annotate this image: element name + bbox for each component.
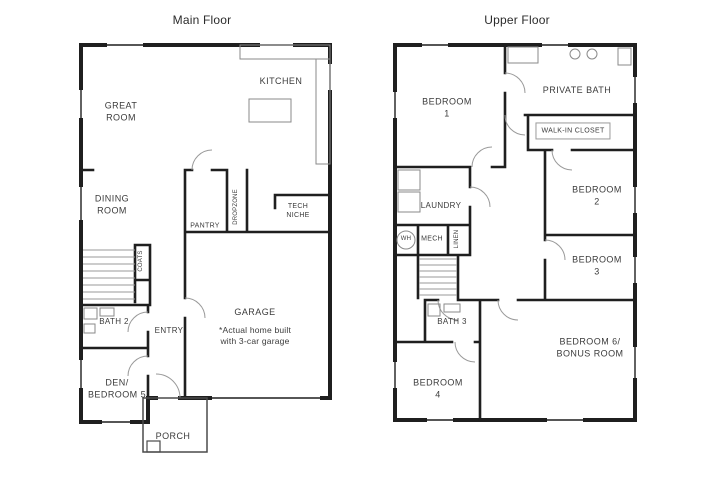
title-upper-floor: Upper Floor <box>484 13 550 27</box>
label-bath-3: BATH 3 <box>437 316 467 326</box>
main-floor-door-arcs <box>127 149 213 399</box>
label-garage: GARAGE <box>234 307 276 318</box>
label-bedroom-4: BEDROOM 4 <box>413 377 463 399</box>
label-bedroom-3: BEDROOM 3 <box>572 254 622 276</box>
label-kitchen: KITCHEN <box>259 76 303 87</box>
label-entry: ENTRY <box>154 325 184 335</box>
label-mech: MECH <box>421 235 443 243</box>
label-coats: COATS <box>138 250 145 272</box>
main-floor-fixtures <box>83 44 331 334</box>
upper-floor-interior-walls <box>393 43 637 422</box>
label-tech-niche: TECH NICHE <box>286 202 310 219</box>
upper-floor-plan <box>393 43 637 422</box>
label-bath-2: BATH 2 <box>99 316 129 326</box>
label-bedroom-2: BEDROOM 2 <box>572 184 622 206</box>
upper-floor-door-arcs <box>437 72 573 363</box>
main-floor-stairs <box>83 249 135 300</box>
label-porch: PORCH <box>155 431 191 442</box>
upper-floor-windows <box>394 44 636 421</box>
label-pantry: PANTRY <box>190 222 220 230</box>
main-floor-plan <box>79 43 332 453</box>
label-private-bath: PRIVATE BATH <box>542 85 612 96</box>
label-walk-in-closet: WALK-IN CLOSET <box>535 122 611 140</box>
upper-floor-fixtures <box>396 46 632 317</box>
label-dining-room: DINING ROOM <box>94 193 130 215</box>
label-laundry: LAUNDRY <box>420 200 462 210</box>
main-floor-porch-outline <box>142 397 208 453</box>
label-linen: LINEN <box>454 229 461 249</box>
label-dropzone: DROPZONE <box>233 189 240 225</box>
title-main-floor: Main Floor <box>172 13 232 27</box>
label-great-room: GREAT ROOM <box>104 100 138 122</box>
label-bedroom-1: BEDROOM 1 <box>422 96 472 118</box>
upper-floor-exterior-walls <box>393 43 637 422</box>
label-wh: WH <box>400 236 412 243</box>
label-garage-note: *Actual home built with 3-car garage <box>218 324 292 346</box>
label-bedroom-6: BEDROOM 6/ BONUS ROOM <box>556 336 624 358</box>
label-den-bedroom-5: DEN/ BEDROOM 5 <box>87 377 147 399</box>
main-floor-interior-walls <box>79 168 332 400</box>
upper-floor-stairs <box>419 258 457 296</box>
